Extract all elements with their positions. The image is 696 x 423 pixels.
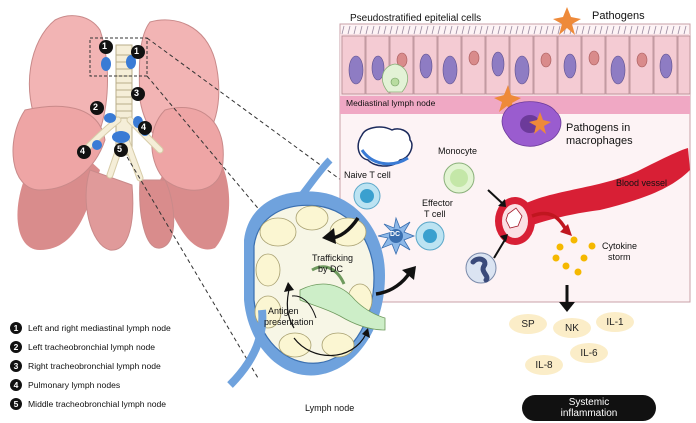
legend-number: 5 [10, 397, 22, 410]
node-number-markers [77, 40, 152, 159]
marker-3: 3 [134, 88, 140, 98]
marker-1b: 1 [134, 46, 140, 56]
legend-text: Middle tracheobronchial lymph node [28, 398, 167, 409]
marker-1a: 1 [102, 41, 108, 51]
cytokine-label-1: Cytokine [602, 241, 638, 251]
marker-4b: 4 [80, 146, 86, 156]
effector-label-1: Effector [422, 198, 453, 208]
mediastinal-label: Mediastinal lymph node [346, 98, 436, 108]
tissue-panel [339, 7, 691, 312]
trafficking-label-2: by DC [318, 264, 344, 274]
pathogens-macrophages-label-1: Pathogens in [566, 122, 631, 134]
lymph-node-illustration [227, 157, 416, 388]
zoom-lines [119, 37, 346, 379]
legend-text: Left tracheobronchial lymph node [28, 341, 156, 352]
lungs-illustration [12, 15, 230, 251]
naive-t-cell-label: Naive T cell [344, 170, 391, 180]
antigen-label-2: presentation [264, 317, 314, 327]
lymph-node-label: Lymph node [305, 403, 355, 413]
monocyte-label: Monocyte [438, 146, 478, 156]
cytokine-nk: NK [553, 318, 591, 338]
marker-4a: 4 [141, 122, 147, 132]
legend-item: 2 Left tracheobronchial lymph node [10, 337, 171, 356]
pathogens-label: Pathogens [592, 10, 645, 22]
legend-item: 4 Pulmonary lymph nodes [10, 375, 171, 394]
marker-2: 2 [93, 102, 99, 112]
cytokine-il8: IL-8 [525, 355, 563, 375]
pathogens-macrophages-label-2: macrophages [566, 135, 633, 147]
antigen-label-1: Antigen [268, 306, 299, 316]
cytokine-sp: SP [509, 314, 547, 334]
marker-5: 5 [117, 144, 123, 154]
systemic-inflammation-badge: Systemic inflammation [522, 395, 656, 421]
systemic-label-1: Systemic [568, 397, 610, 408]
systemic-label-2: inflammation [560, 408, 618, 419]
legend-text: Pulmonary lymph nodes [28, 379, 121, 390]
legend-text: Left and right mediastinal lymph node [28, 322, 171, 333]
legend-number: 4 [10, 378, 22, 391]
legend-item: 5 Middle tracheobronchial lymph node [10, 394, 171, 413]
legend: 1 Left and right mediastinal lymph node 2… [10, 318, 171, 413]
blood-vessel-label: Blood vessel [616, 178, 668, 188]
legend-number: 3 [10, 359, 22, 372]
cytokine-il6: IL-6 [570, 343, 608, 363]
legend-number: 2 [10, 340, 22, 353]
legend-item: 1 Left and right mediastinal lymph node [10, 318, 171, 337]
legend-number: 1 [10, 321, 22, 334]
legend-item: 3 Right tracheobronchial lymph node [10, 356, 171, 375]
cytokine-il1: IL-1 [596, 312, 634, 332]
effector-label-2: T cell [424, 209, 446, 219]
epithelial-label: Pseudostratified epitelial cells [350, 13, 482, 24]
cytokine-label-2: storm [608, 252, 631, 262]
trafficking-label-1: Trafficking [312, 253, 354, 263]
legend-text: Right tracheobronchial lymph node [28, 360, 161, 371]
dc-label: DC [390, 231, 401, 238]
